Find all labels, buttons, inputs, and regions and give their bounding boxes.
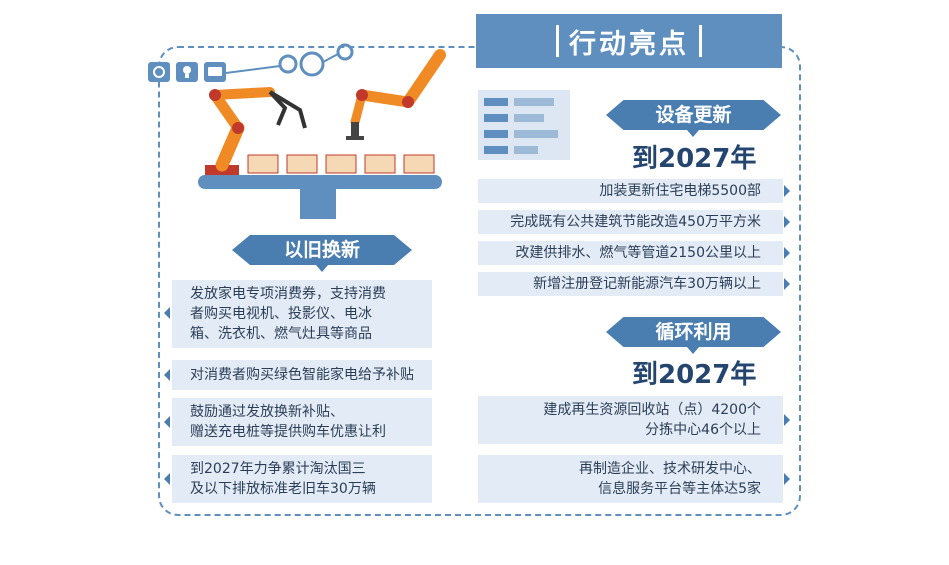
right-arrow-icon xyxy=(784,278,790,290)
right-arrow-icon xyxy=(784,185,790,197)
title-banner: 行动亮点 xyxy=(476,14,782,68)
left-robot-arm-icon xyxy=(205,87,307,175)
settings-icon xyxy=(148,62,170,82)
right-robot-arm-icon xyxy=(346,49,446,140)
list-item: 对消费者购买绿色智能家电给予补贴 xyxy=(172,360,432,390)
right-arrow-icon xyxy=(784,473,790,485)
list-item: 完成既有公共建筑节能改造450万平方米 xyxy=(478,210,783,234)
document-icon xyxy=(478,90,570,160)
equipment-year: 到2027年 xyxy=(632,144,757,174)
gear-chain-icon xyxy=(217,43,354,77)
list-item: 再制造企业、技术研发中心、 信息服务平台等主体达5家 xyxy=(478,455,783,503)
left-arrow-icon xyxy=(164,473,170,485)
list-item: 到2027年力争累计淘汰国三 及以下排放标准老旧车30万辆 xyxy=(172,455,432,503)
list-item: 鼓励通过发放换新补贴、 赠送充电桩等提供购车优惠让利 xyxy=(172,398,432,446)
list-item: 新增注册登记新能源汽车30万辆以上 xyxy=(478,272,783,296)
right-arrow-icon xyxy=(784,247,790,259)
ribbon-recycling-tip xyxy=(687,347,699,354)
package-boxes xyxy=(247,154,435,174)
list-item: 发放家电专项消费券，支持消费 者购买电视机、投影仪、电冰 箱、洗衣机、燃气灶具等… xyxy=(172,280,432,348)
ribbon-equipment-update: 设备更新 xyxy=(606,100,781,130)
chat-icon xyxy=(204,62,226,82)
robot-illustration xyxy=(148,43,446,219)
list-item: 建成再生资源回收站（点）4200个 分拣中心46个以上 xyxy=(478,396,783,444)
conveyor-belt-icon xyxy=(198,175,442,219)
title-bar-right xyxy=(699,25,702,57)
page-title: 行动亮点 xyxy=(569,28,689,60)
title-bar-left xyxy=(556,25,559,57)
ribbon-trade-in-tip xyxy=(316,265,328,272)
ribbon-equipment-tip xyxy=(687,130,699,137)
list-item: 加装更新住宅电梯5500部 xyxy=(478,179,783,203)
left-arrow-icon xyxy=(164,369,170,381)
recycling-year: 到2027年 xyxy=(632,360,757,390)
left-arrow-icon xyxy=(164,416,170,428)
lightbulb-icon xyxy=(176,62,198,82)
ribbon-recycling: 循环利用 xyxy=(606,317,781,347)
ribbon-trade-in: 以旧换新 xyxy=(232,235,412,265)
right-arrow-icon xyxy=(784,216,790,228)
right-arrow-icon xyxy=(784,414,790,426)
list-item: 改建供排水、燃气等管道2150公里以上 xyxy=(478,241,783,265)
left-arrow-icon xyxy=(164,307,170,319)
